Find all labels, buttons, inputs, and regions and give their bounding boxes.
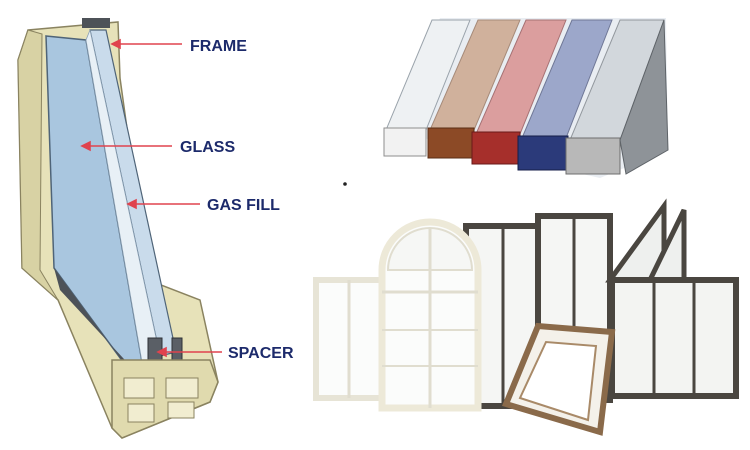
label-gas-fill: GAS FILL <box>207 197 280 214</box>
stray-dot <box>343 182 347 186</box>
frame-channel-2 <box>165 377 199 399</box>
sample-brown <box>427 19 521 159</box>
label-spacer: SPACER <box>228 345 294 362</box>
frame-side-shade <box>17 29 59 301</box>
pointer-arrows <box>80 38 222 358</box>
frame-channel-1 <box>123 377 155 399</box>
frame-top-cap <box>82 18 110 28</box>
window-dark-far-right <box>609 277 739 399</box>
frame-channel-4 <box>167 401 195 419</box>
frame-channel-3 <box>127 403 155 423</box>
label-glass: GLASS <box>180 139 235 156</box>
assorted-windows <box>313 198 739 436</box>
label-frame: FRAME <box>190 38 247 55</box>
frame-profile-samples <box>383 18 669 178</box>
sample-white <box>383 19 471 157</box>
sample-grey <box>565 19 669 175</box>
sample-blue <box>517 19 613 171</box>
window-cross-section <box>17 18 219 439</box>
window-awning-inner <box>518 340 598 422</box>
frame-bottom <box>111 359 219 439</box>
